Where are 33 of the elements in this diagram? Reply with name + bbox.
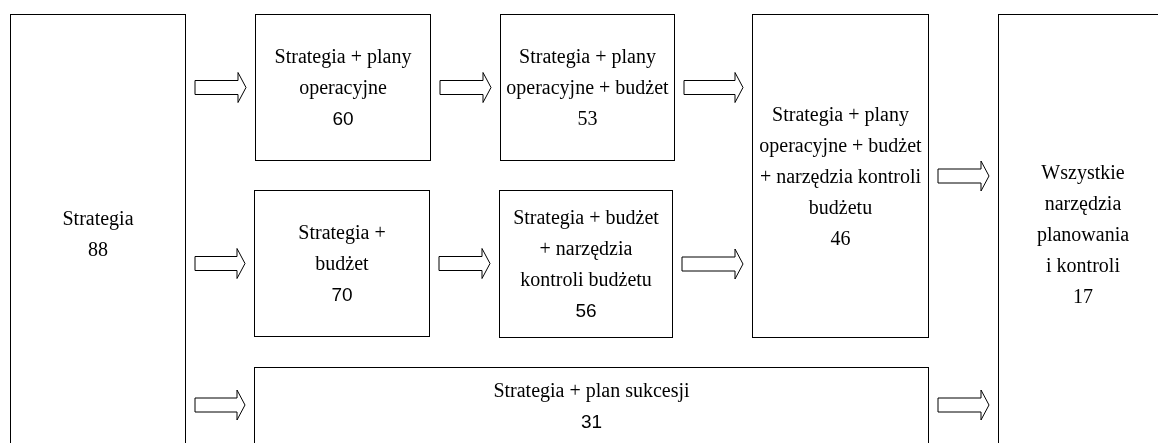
count-value: 70 bbox=[331, 283, 353, 307]
count-value: 56 bbox=[575, 299, 597, 323]
count-value: 46 bbox=[830, 225, 851, 251]
count-value: 53 bbox=[577, 106, 598, 131]
process-box bbox=[254, 190, 430, 337]
box-label: Strategia + budżet + narzędzia kontroli budżetu bbox=[512, 205, 660, 292]
process-box bbox=[255, 14, 431, 161]
block-arrow bbox=[937, 160, 990, 192]
process-box bbox=[499, 190, 673, 338]
box-label: Strategia + plany operacyjne + budżet bbox=[505, 44, 670, 101]
block-arrow bbox=[194, 72, 247, 103]
block-arrow bbox=[194, 248, 246, 279]
process-box bbox=[10, 14, 186, 443]
block-arrow bbox=[439, 72, 492, 103]
count-value: 31 bbox=[580, 409, 603, 434]
block-arrow bbox=[681, 248, 744, 280]
count-value: 17 bbox=[1073, 283, 1093, 309]
box-label: Strategia + budżet bbox=[297, 220, 387, 276]
box-label: Strategia bbox=[62, 206, 134, 232]
count-value: 60 bbox=[332, 107, 354, 131]
process-box bbox=[500, 14, 675, 161]
process-box bbox=[998, 14, 1158, 443]
process-box bbox=[752, 14, 929, 338]
block-arrow bbox=[683, 72, 744, 103]
process-box bbox=[254, 367, 929, 443]
box-label: Strategia + plany operacyjne bbox=[273, 44, 413, 101]
block-arrow bbox=[438, 248, 491, 279]
block-arrow bbox=[194, 389, 246, 421]
box-label: Wszystkie narzędzia planowania i kontroli bbox=[1035, 159, 1131, 278]
box-label: Strategia + plan sukcesji bbox=[493, 377, 690, 404]
block-arrow bbox=[937, 389, 990, 421]
count-value: 88 bbox=[88, 237, 108, 262]
box-label: Strategia + plany operacyjne + budżet + narzędzia kontroli budżetu bbox=[758, 101, 923, 220]
